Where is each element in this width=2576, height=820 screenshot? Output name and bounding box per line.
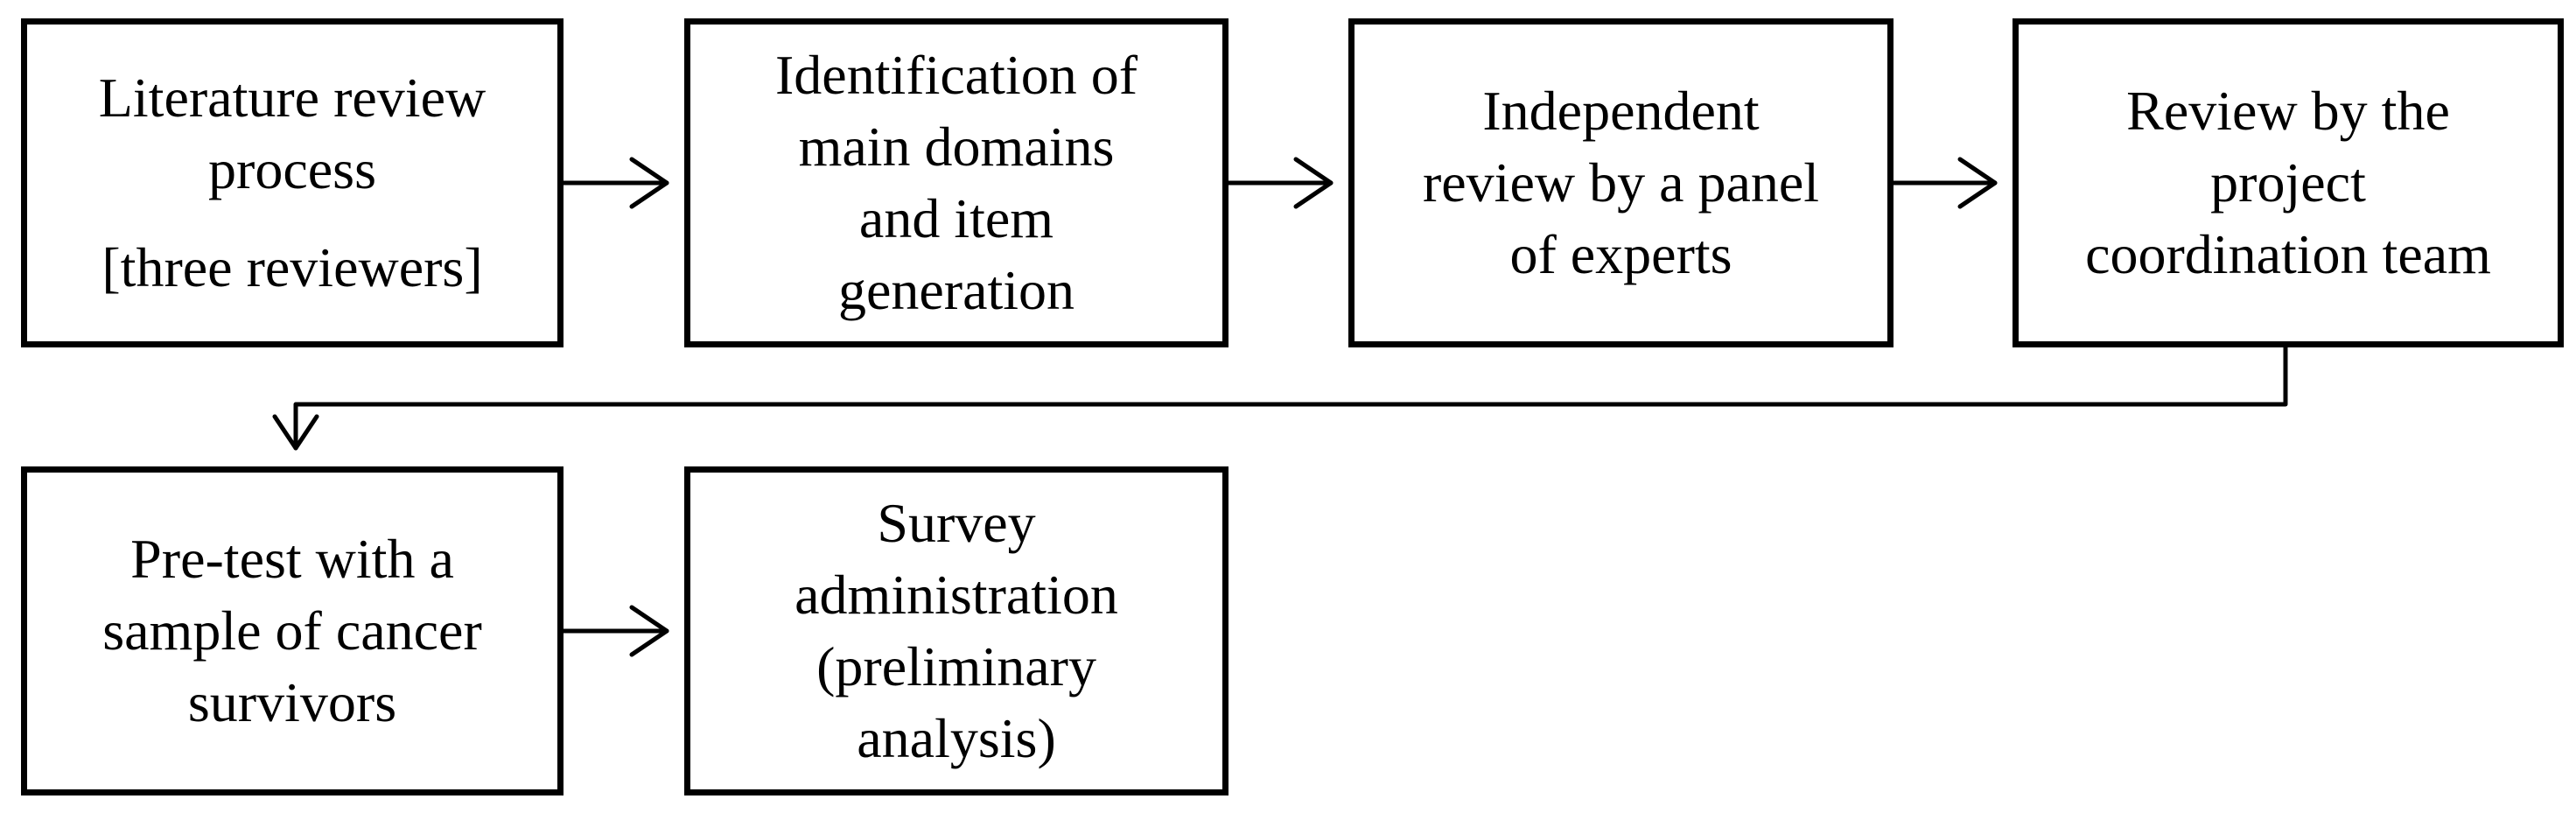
step-text-line: process xyxy=(208,138,376,200)
step-coordination-review-box: Review by the project coordination team xyxy=(2012,18,2564,347)
step-text-line: and item xyxy=(858,187,1054,249)
step-text-line: generation xyxy=(837,259,1075,321)
step-pre-test-box: Pre-test with a sample of cancer survivo… xyxy=(21,466,564,795)
elbow-connector-arrow-icon xyxy=(272,345,2288,451)
step-text-line: project xyxy=(2210,151,2366,214)
arrow-right-icon xyxy=(561,157,669,209)
arrow-right-icon xyxy=(1891,157,1998,209)
step-text-line: coordination team xyxy=(2085,223,2491,285)
step-text-line: Literature review xyxy=(98,67,486,129)
step-text-line: Pre-test with a xyxy=(130,528,454,590)
step-text-line: sample of cancer xyxy=(102,599,482,662)
step-text-line: survivors xyxy=(187,671,397,733)
step-text-line: administration xyxy=(794,564,1118,626)
step-text-line: review by a panel xyxy=(1422,151,1820,214)
step-text-line: analysis) xyxy=(857,707,1056,769)
step-text-line: Review by the xyxy=(2126,80,2450,142)
step-text-line: Identification of xyxy=(774,44,1138,106)
arrow-right-icon xyxy=(561,605,669,657)
step-text-line: of experts xyxy=(1509,223,1732,285)
step-text-line: [three reviewers] xyxy=(102,236,483,298)
step-text-line: Survey xyxy=(877,492,1036,554)
arrow-right-icon xyxy=(1226,157,1334,209)
step-identification-box: Identification of main domains and item … xyxy=(684,18,1228,347)
step-survey-administration-box: Survey administration (preliminary analy… xyxy=(684,466,1228,795)
step-text-line: main domains xyxy=(798,116,1115,178)
step-text-line: (preliminary xyxy=(816,635,1096,697)
step-text-line: Independent xyxy=(1482,80,1760,142)
step-independent-review-box: Independent review by a panel of experts xyxy=(1348,18,1894,347)
step-literature-review-box: Literature review process [three reviewe… xyxy=(21,18,564,347)
